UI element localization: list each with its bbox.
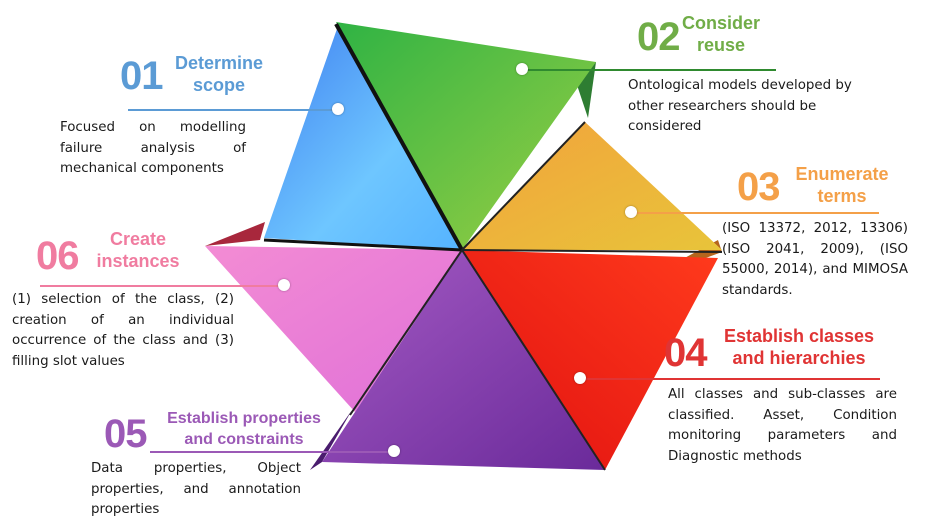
tip-maroon — [205, 222, 265, 246]
marker-dot — [388, 445, 400, 457]
step-title: Establish classes and hierarchies — [723, 326, 875, 368]
marker-dot — [574, 372, 586, 384]
facet-blue — [264, 26, 462, 250]
step-number: 01 — [120, 54, 163, 98]
step-title: Consider reuse — [681, 13, 760, 55]
connector-line — [631, 212, 879, 214]
facet-green — [336, 22, 596, 250]
marker-dot — [332, 103, 344, 115]
seam — [334, 23, 464, 251]
connector-line — [40, 285, 284, 287]
step-title: Determine scope — [174, 53, 264, 95]
step-description: (ISO 13372, 2012, 13306) (ISO 2041, 2009… — [722, 221, 908, 298]
step-description: Data properties, Object properties, and … — [91, 461, 301, 517]
seam — [263, 238, 463, 252]
facet-purple — [322, 250, 605, 470]
step-description: All classes and sub-classes are classifi… — [668, 387, 897, 464]
facet-orange — [462, 122, 722, 250]
connector-line — [580, 378, 880, 380]
connector-line — [150, 451, 394, 453]
step-number: 02 — [637, 15, 680, 59]
step-title: Create instances — [96, 229, 180, 271]
connector-line — [522, 69, 776, 71]
step-number: 04 — [664, 331, 707, 375]
seam — [461, 121, 586, 251]
step-number: 06 — [36, 234, 79, 278]
marker-dot — [625, 206, 637, 218]
connector-line — [128, 109, 338, 111]
seam — [461, 249, 723, 253]
marker-dot — [278, 279, 290, 291]
step-description: Ontological models developed by other re… — [628, 78, 852, 134]
tip-darkpurple — [310, 410, 352, 470]
step-description: Focused on modelling failure analysis of… — [60, 120, 246, 176]
step-number: 03 — [737, 165, 780, 209]
step-title: Enumerate terms — [795, 164, 889, 206]
marker-dot — [516, 63, 528, 75]
step-number: 05 — [104, 412, 147, 456]
seam — [461, 249, 606, 471]
facet-red — [462, 250, 718, 470]
step-title: Establish properties and constraints — [167, 410, 321, 448]
facet-pink — [205, 246, 462, 412]
seam — [349, 249, 463, 416]
step-description: (1) selection of the class, (2) creation… — [12, 292, 234, 369]
